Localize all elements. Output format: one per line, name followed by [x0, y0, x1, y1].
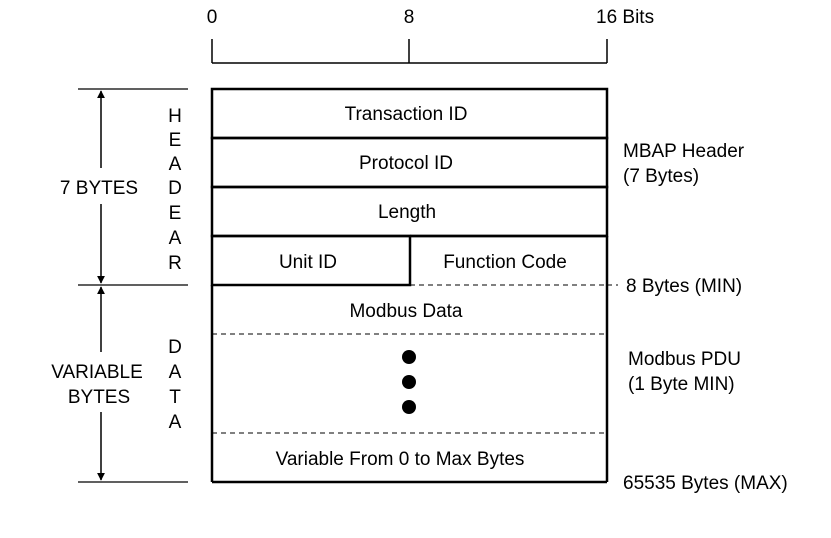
left-dimension-guides: 7 BYTES VARIABLE BYTES — [51, 88, 188, 483]
bit-tick-8: 8 — [404, 7, 415, 28]
right-annotations: MBAP Header (7 Bytes) 8 Bytes (MIN) Modb… — [623, 141, 788, 494]
variable-range-label: Variable From 0 to Max Bytes — [276, 449, 525, 470]
data-size-label-line-2: BYTES — [68, 387, 130, 408]
header-letter: D — [168, 178, 182, 199]
function-code-label: Function Code — [443, 252, 567, 273]
length-label: Length — [378, 202, 436, 223]
modbus-pdu-label-line-1: Modbus PDU — [628, 349, 741, 370]
frame-box: Transaction ID Protocol ID Length Unit I… — [210, 87, 618, 484]
unit-id-field — [210, 234, 412, 287]
ellipsis-dot — [402, 350, 416, 364]
ellipsis-dot — [402, 400, 416, 414]
data-letter: T — [169, 387, 181, 408]
modbus-pdu-label-line-2: (1 Byte MIN) — [628, 374, 735, 395]
modbus-data-label: Modbus Data — [349, 301, 462, 322]
data-side-label: D A T A — [168, 337, 182, 433]
data-letter: A — [169, 412, 182, 433]
header-side-label: H E A D E A R — [168, 106, 182, 274]
header-letter: E — [169, 203, 182, 224]
min-size-label: 8 Bytes (MIN) — [626, 276, 742, 297]
unit-id-label: Unit ID — [279, 252, 337, 273]
header-letter: A — [169, 228, 182, 249]
protocol-id-label: Protocol ID — [359, 153, 453, 174]
mbap-header-label-line-2: (7 Bytes) — [623, 166, 699, 187]
mbap-header-label-line-1: MBAP Header — [623, 141, 745, 162]
header-letter: A — [169, 154, 182, 175]
header-size-label: 7 BYTES — [60, 178, 138, 199]
header-letter: R — [168, 253, 182, 274]
data-size-label-line-1: VARIABLE — [51, 362, 143, 383]
data-letter: A — [169, 362, 182, 383]
ellipsis-dot — [402, 375, 416, 389]
header-letter: E — [169, 130, 182, 151]
transaction-id-label: Transaction ID — [345, 104, 468, 125]
max-size-label: 65535 Bytes (MAX) — [623, 473, 788, 494]
header-letter: H — [168, 106, 182, 127]
bit-tick-0: 0 — [207, 7, 218, 28]
data-letter: D — [168, 337, 182, 358]
bit-scale: 0 8 16 Bits — [207, 7, 654, 64]
bit-tick-16: 16 Bits — [596, 7, 654, 28]
